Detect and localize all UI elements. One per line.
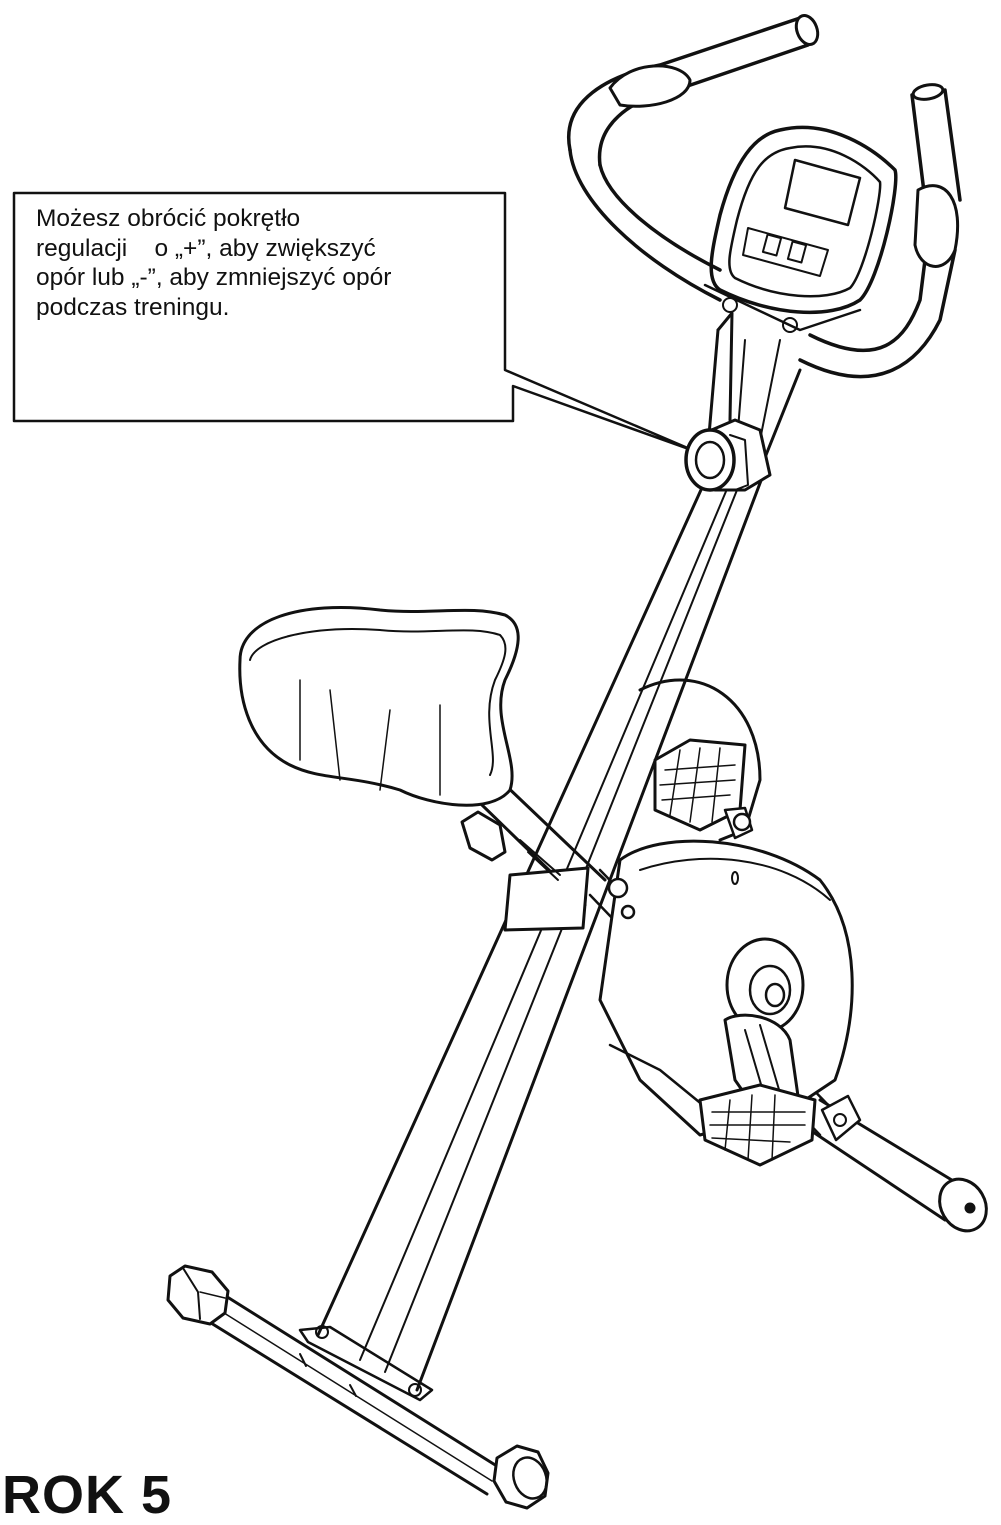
resistance-knob: [684, 418, 772, 492]
callout-text: Możesz obrócić pokrętło regulacji o „+”,…: [36, 204, 506, 322]
frame-bolts: [607, 812, 752, 920]
callout-line-2: regulacji o „+”, aby zwiększyć: [36, 234, 376, 262]
handlebar: [566, 13, 962, 379]
callout-line-4: podczas treningu.: [36, 293, 230, 321]
callout-line-3: opór lub „-”, aby zmniejszyć opór: [36, 264, 392, 291]
console: [703, 125, 898, 333]
step-label: ROK 5: [2, 1465, 173, 1525]
callout-line-1: Możesz obrócić pokrętło: [36, 205, 301, 232]
seat-assembly: [238, 606, 607, 932]
rear-stabilizer: [166, 1264, 550, 1510]
pedal-right: [698, 1013, 817, 1167]
seat-knob: [460, 810, 507, 862]
callout-box: [12, 191, 699, 454]
